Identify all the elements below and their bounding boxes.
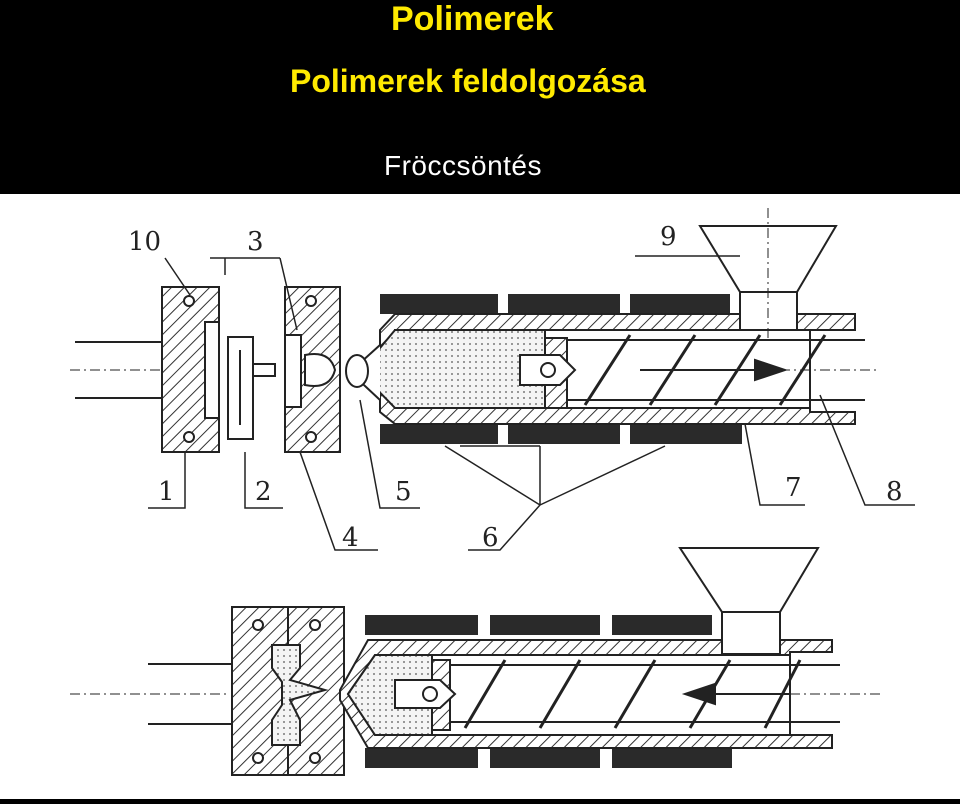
closed-mold-bottom: [231, 606, 345, 776]
check-valve-bottom: [394, 659, 457, 731]
check-valve-top: [519, 337, 577, 409]
label-10: 10: [128, 227, 161, 257]
label-9: 9: [660, 222, 677, 252]
label-7: 7: [785, 473, 802, 503]
clamp-rod-top: [70, 341, 162, 399]
label-1: 1: [158, 477, 175, 507]
machine-bottom: [70, 547, 880, 776]
label-8: 8: [886, 477, 903, 507]
screw-bottom: [450, 659, 880, 729]
screw-top: [567, 334, 880, 406]
heater-bands-bottom: [365, 615, 732, 768]
slide-topic: Fröccsöntés: [384, 150, 542, 181]
machine-top: [70, 208, 915, 551]
label-6: 6: [482, 523, 499, 553]
label-3: 3: [247, 227, 264, 257]
moving-platen-top: [161, 286, 220, 453]
injection-molding-figure: 1 2 3 4 5 6 7 8 9 10: [0, 194, 960, 799]
part-labels: 1 2 3 4 5 6 7 8 9 10: [128, 222, 903, 553]
barrel-top: [345, 313, 856, 425]
label-5: 5: [395, 477, 412, 507]
heater-bands-top: [380, 294, 742, 444]
injection-molding-diagram: 1 2 3 4 5 6 7 8 9 10: [70, 208, 915, 776]
molded-part-top: [227, 336, 276, 440]
hopper-bottom: [678, 547, 820, 655]
leader-lines-top: [148, 255, 915, 551]
fixed-mold-top: [284, 286, 341, 453]
label-4: 4: [342, 523, 359, 553]
clamp-rod-bottom: [70, 663, 232, 725]
hopper-top: [698, 208, 838, 340]
slide-title: Polimerek: [391, 0, 554, 38]
label-2: 2: [255, 477, 272, 507]
slide-subtitle: Polimerek feldolgozása: [290, 63, 646, 99]
